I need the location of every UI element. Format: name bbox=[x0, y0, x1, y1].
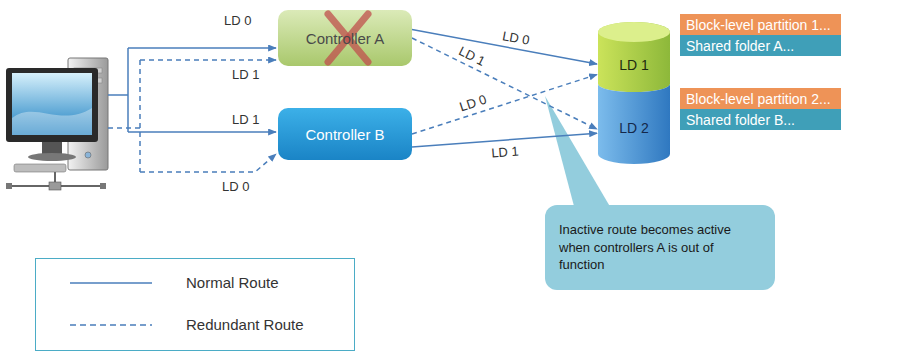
cylinder-top bbox=[598, 22, 670, 42]
route-label: LD 0 bbox=[222, 180, 249, 193]
folder-box: Shared folder A... bbox=[680, 35, 841, 56]
legend-samples bbox=[36, 259, 354, 349]
cylinder-body bbox=[598, 22, 670, 92]
legend-box: Normal RouteRedundant Route bbox=[35, 258, 355, 351]
route-label: LD 0 bbox=[501, 29, 530, 47]
node-text: LD 1 bbox=[619, 57, 649, 73]
node-text: Block-level partition 2... bbox=[686, 91, 831, 107]
folder-box: Shared folder B... bbox=[680, 109, 841, 130]
computer-icon bbox=[6, 58, 108, 190]
callout-bubble: Inactive route becomes active when contr… bbox=[545, 205, 775, 290]
route-label: LD 1 bbox=[232, 113, 259, 126]
legend-text: Redundant Route bbox=[186, 316, 304, 333]
controller-box: Controller B bbox=[278, 108, 412, 160]
node-text: Shared folder A... bbox=[686, 38, 794, 54]
node-text: Controller A bbox=[306, 30, 384, 47]
route-connector bbox=[412, 30, 597, 64]
disk-band: LD 2 bbox=[598, 84, 670, 166]
partition-box: Block-level partition 2... bbox=[680, 88, 841, 109]
route-connector bbox=[412, 75, 597, 135]
node-text: Inactive route becomes active when contr… bbox=[559, 221, 761, 274]
route-label: LD 1 bbox=[232, 68, 259, 81]
cylinder-body bbox=[598, 84, 670, 164]
legend-text: Normal Route bbox=[186, 274, 279, 291]
partition-box: Block-level partition 1... bbox=[680, 14, 841, 35]
route-label: LD 1 bbox=[457, 44, 487, 68]
route-label: LD 0 bbox=[458, 92, 488, 113]
legend-sample bbox=[70, 324, 152, 326]
controller-box: Controller A bbox=[278, 10, 412, 66]
node-text: LD 2 bbox=[619, 120, 649, 136]
route-label: LD 0 bbox=[224, 14, 251, 27]
node-text: Controller B bbox=[305, 126, 384, 143]
route-label: LD 1 bbox=[491, 145, 519, 160]
connector-layer bbox=[412, 30, 597, 147]
node-text: Shared folder B... bbox=[686, 112, 795, 128]
host-routes bbox=[108, 48, 276, 172]
disk-band: LD 1 bbox=[598, 22, 670, 92]
node-text: Block-level partition 1... bbox=[686, 17, 831, 33]
legend-sample bbox=[70, 282, 152, 284]
